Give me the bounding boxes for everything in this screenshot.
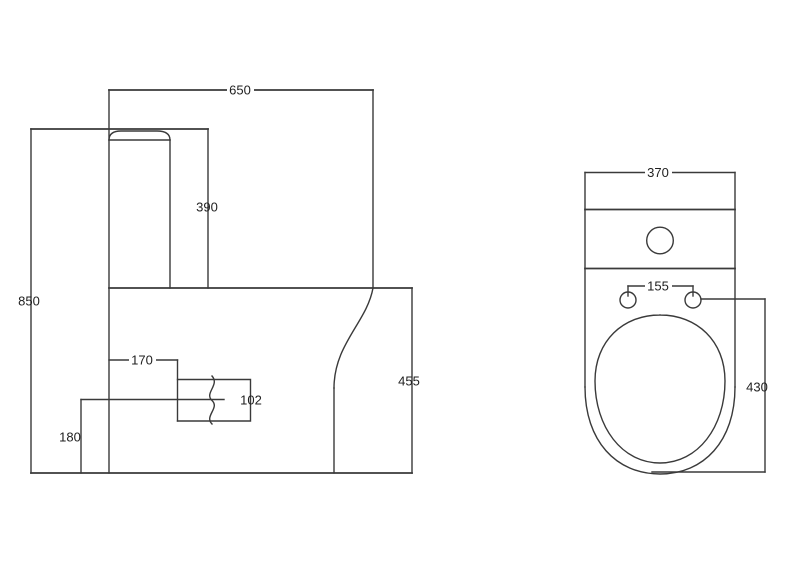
dim-370-label: 370 [647,165,669,180]
dim-180-label: 180 [59,430,81,445]
break-squiggle-line [209,375,215,425]
dim-170-label: 170 [131,353,153,368]
bowl-front-curve [333,287,374,389]
seat-opening-outline [594,314,726,464]
dim-102-label: 102 [240,393,262,408]
bowl-shell-outline [584,386,736,475]
dim-155-label-bg [645,279,672,293]
top-view: 370 155 430 [584,165,768,475]
dim-155-label-group: 155 [645,279,672,294]
flush-button-circle [646,226,675,255]
tank-lid-outline [108,130,171,141]
dim-650-label: 650 [229,83,251,98]
dim-850-label: 850 [18,294,40,309]
dim-390-label: 390 [196,200,218,215]
dim-430-label: 430 [746,380,768,395]
dim-170-label-group: 170 [129,353,156,368]
dim-650-label-group: 650 [227,83,254,98]
dim-155-label: 155 [647,279,669,294]
side-view: 650 390 850 170 102 180 455 [18,83,420,474]
dim-170-label-bg [129,353,156,367]
dim-650-label-bg [227,83,254,97]
dim-455-label: 455 [398,374,420,389]
dim-370-label-bg [645,165,672,180]
dim-370-label-group: 370 [645,165,672,180]
